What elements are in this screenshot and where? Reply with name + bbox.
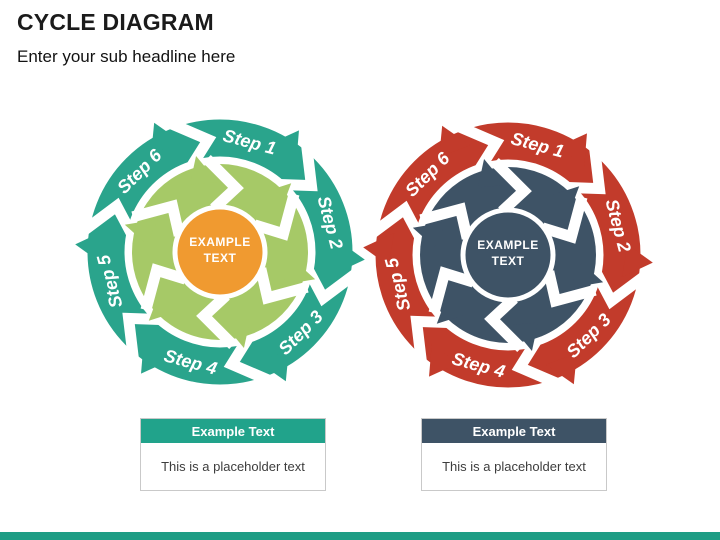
- footer-accent-bar: [0, 532, 720, 540]
- ring-arrow-tip: [257, 350, 289, 382]
- pinwheel-arrow-tip: [189, 155, 218, 185]
- pinwheel-arrow-tip: [569, 262, 604, 288]
- ring-arrow-tip: [545, 353, 577, 385]
- center-text-line1: EXAMPLE: [189, 235, 251, 249]
- cycle-outer-ring: [375, 122, 641, 388]
- pinwheel-arrow-notch: [203, 155, 244, 213]
- ring-arrow-tip: [75, 229, 107, 263]
- pinwheel-arrow-notch: [255, 267, 309, 305]
- pinwheel-arrow-tip: [412, 222, 447, 248]
- ring-arrow-tip: [151, 122, 183, 154]
- pinwheel-arrow-tip: [148, 289, 177, 321]
- pinwheel-arrow-tip: [222, 319, 251, 349]
- pinwheel-arrow-notch: [196, 291, 237, 349]
- ring-arrow-notch: [78, 197, 140, 243]
- pinwheel-arrow-tip: [263, 183, 292, 215]
- cycle-outer-ring: [87, 119, 353, 385]
- center-circle: [460, 207, 556, 303]
- caption-body: This is a placeholder text: [442, 458, 586, 474]
- ring-arrow-notch: [588, 264, 650, 310]
- ring-arrow-tip: [621, 244, 653, 278]
- center-circle: [172, 204, 268, 300]
- pinwheel-arrow-tip: [510, 322, 539, 352]
- pinwheel-arrow-notch: [131, 199, 185, 237]
- pinwheel-arrow-tip: [551, 186, 580, 218]
- caption-box-red: Example Text This is a placeholder text: [421, 418, 607, 491]
- ring-arrow-tip: [270, 130, 299, 165]
- ring-arrow-notch: [165, 117, 217, 176]
- pinwheel-arrow-notch: [491, 158, 532, 216]
- pinwheel-arrow-notch: [428, 266, 475, 315]
- slide-subtitle: Enter your sub headline here: [17, 47, 236, 66]
- ring-arrow-tip: [429, 342, 458, 377]
- pinwheel-arrow-tip: [281, 259, 316, 285]
- pinwheel-arrow-notch: [541, 195, 588, 244]
- slide-title: CYCLE DIAGRAM: [17, 9, 214, 35]
- pinwheel-arrow-tip: [477, 158, 506, 188]
- pinwheel-arrow-notch: [419, 202, 473, 240]
- pinwheel-arrow-notch: [140, 263, 187, 312]
- center-text-line2: TEXT: [492, 254, 525, 268]
- ring-arrow-notch: [560, 144, 606, 195]
- pinwheel-arrow-tip: [436, 292, 465, 324]
- pinwheel-arrow-tip: [124, 219, 159, 245]
- caption-box-teal: Example Text This is a placeholder text: [140, 418, 326, 491]
- caption-body: This is a placeholder text: [161, 458, 305, 474]
- caption-header: Example Text: [141, 419, 325, 443]
- ring-arrow-notch: [453, 120, 505, 179]
- center-text-line1: EXAMPLE: [477, 238, 539, 252]
- caption-header: Example Text: [422, 419, 606, 443]
- pinwheel-arrow-notch: [253, 192, 300, 241]
- ring-arrow-notch: [223, 328, 275, 387]
- ring-arrow-tip: [141, 339, 170, 374]
- ring-arrow-notch: [511, 331, 563, 390]
- pinwheel-arrow-notch: [543, 270, 597, 308]
- ring-arrow-tip: [439, 125, 471, 157]
- ring-arrow-notch: [410, 315, 456, 366]
- ring-arrow-notch: [366, 200, 428, 246]
- ring-arrow-tip: [558, 133, 587, 168]
- ring-arrow-notch: [122, 312, 168, 363]
- ring-arrow-notch: [300, 261, 362, 307]
- center-text-line2: TEXT: [204, 251, 237, 265]
- ring-arrow-tip: [333, 241, 365, 275]
- pinwheel-arrow-notch: [484, 294, 525, 352]
- ring-arrow-notch: [272, 141, 318, 192]
- ring-arrow-tip: [363, 232, 395, 266]
